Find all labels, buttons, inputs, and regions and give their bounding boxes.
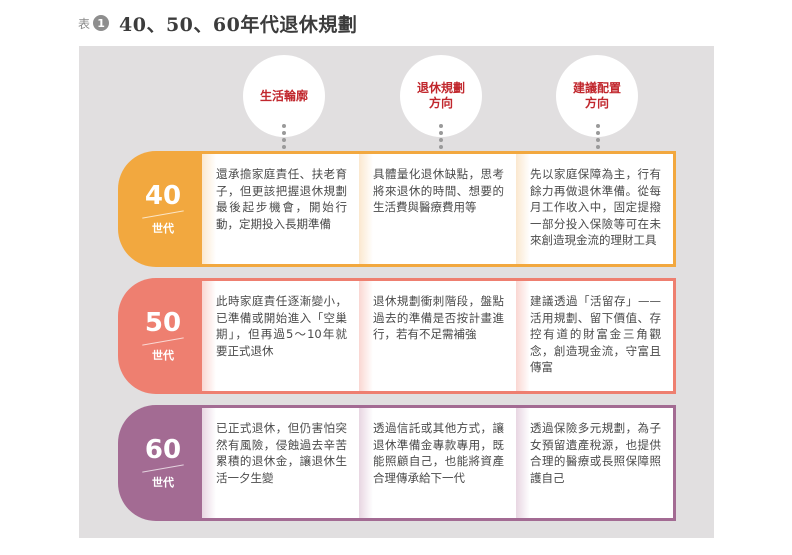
generation-label: 世代 — [152, 222, 174, 235]
header-label: 建議配置 方向 — [572, 81, 621, 110]
decade-number: 50 — [144, 308, 182, 338]
decade-number: 40 — [144, 181, 182, 211]
row-60s: 60 世代 已正式退休，但仍害怕突然有風險，侵蝕過去辛苦累積的退休金，讓退休生活… — [118, 405, 676, 521]
row-body: 已正式退休，但仍害怕突然有風險，侵蝕過去辛苦累積的退休金，讓退休生活一夕生變 透… — [202, 405, 676, 521]
divider — [142, 210, 184, 219]
dots-connector-icon — [439, 124, 443, 149]
cell-lifestyle: 還承擔家庭責任、扶老育子，但更該把握退休規劃最後起步機會，開始行動，定期投入長期… — [202, 154, 359, 264]
cell-lifestyle: 此時家庭責任逐漸變小，已準備或開始進入「空巢期」，但再過5～10年就要正式退休 — [202, 281, 359, 391]
cell-retirement-direction: 具體量化退休缺點，思考將來退休的時間、想要的生活費與醫療費用等 — [359, 154, 516, 264]
decade-tab: 40 世代 — [118, 151, 208, 267]
header-retirement-direction: 退休規劃 方向 — [400, 55, 482, 137]
header-lifestyle: 生活輪廓 — [243, 55, 325, 137]
decade-number: 60 — [144, 435, 182, 465]
dots-connector-icon — [282, 124, 286, 149]
row-body: 此時家庭責任逐漸變小，已準備或開始進入「空巢期」，但再過5～10年就要正式退休 … — [202, 278, 676, 394]
cell-retirement-direction: 透過信託或其他方式，讓退休準備金專款專用，既能照顧自己，也能將資產合理傳承給下一… — [359, 408, 516, 518]
row-40s: 40 世代 還承擔家庭責任、扶老育子，但更該把握退休規劃最後起步機會，開始行動，… — [118, 151, 676, 267]
row-50s: 50 世代 此時家庭責任逐漸變小，已準備或開始進入「空巢期」，但再過5～10年就… — [118, 278, 676, 394]
decade-tab: 50 世代 — [118, 278, 208, 394]
divider — [142, 464, 184, 473]
generation-label: 世代 — [152, 349, 174, 362]
header-label: 生活輪廓 — [259, 88, 308, 103]
generation-label: 世代 — [152, 476, 174, 489]
table-label: 表 — [78, 16, 91, 31]
divider — [142, 337, 184, 346]
cell-lifestyle: 已正式退休，但仍害怕突然有風險，侵蝕過去辛苦累積的退休金，讓退休生活一夕生變 — [202, 408, 359, 518]
cell-retirement-direction: 退休規劃衝刺階段，盤點過去的準備是否按計畫進行，若有不足需補強 — [359, 281, 516, 391]
header-allocation-direction: 建議配置 方向 — [556, 55, 638, 137]
decade-tab: 60 世代 — [118, 405, 208, 521]
header-label: 退休規劃 方向 — [416, 81, 465, 110]
cell-allocation-direction: 透過保險多元規劃，為子女預留遺產稅源，也提供合理的醫療或長照保障照護自己 — [516, 408, 673, 518]
row-body: 還承擔家庭責任、扶老育子，但更該把握退休規劃最後起步機會，開始行動，定期投入長期… — [202, 151, 676, 267]
cell-allocation-direction: 先以家庭保障為主，行有餘力再做退休準備。從每月工作收入中，固定提撥一部分投入保險… — [516, 154, 673, 264]
cell-allocation-direction: 建議透過「活留存」——活用規劃、留下價值、存控有道的財富金三角觀念，創造現金流，… — [516, 281, 673, 391]
title-text: 40、50、60年代退休規劃 — [119, 13, 358, 36]
table-title: 表 1 40、50、60年代退休規劃 — [78, 8, 357, 38]
dots-connector-icon — [596, 124, 600, 149]
table-number-badge: 1 — [93, 15, 110, 31]
